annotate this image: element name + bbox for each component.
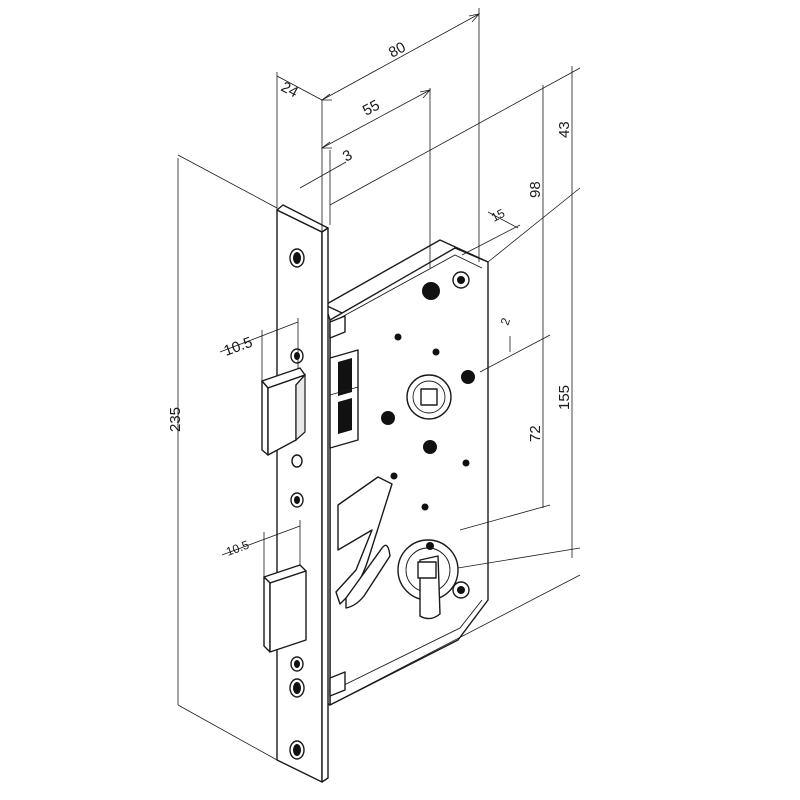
rivet-hole-top-left bbox=[422, 282, 440, 300]
label-height-235: 235 bbox=[167, 407, 184, 432]
label-center-72: 72 bbox=[527, 425, 544, 442]
case-rim-bottom bbox=[333, 599, 483, 691]
cylinder-cam-square bbox=[417, 561, 437, 579]
cylinder-cutout bbox=[397, 539, 459, 620]
faceplate-screw-mid-core bbox=[293, 682, 301, 694]
ext-lower bbox=[459, 504, 551, 531]
case-holes bbox=[339, 271, 475, 599]
dimension-lines bbox=[177, 8, 581, 761]
spindle-square bbox=[420, 388, 438, 406]
dim-55-arrow-r bbox=[419, 89, 432, 99]
latch-tail-slot-2 bbox=[338, 398, 352, 434]
rivet-hole-mid-right bbox=[461, 370, 475, 384]
rivet-core-bottom-right bbox=[457, 586, 465, 594]
small-rivet-5 bbox=[421, 503, 429, 511]
ext-bottom-reference bbox=[329, 574, 581, 706]
label-spindle-2: 2 bbox=[498, 316, 514, 327]
latch-bevel bbox=[295, 373, 306, 442]
faceplate-screw-top-core bbox=[293, 252, 301, 264]
follower-hub bbox=[406, 374, 452, 420]
dim-deadbolt-line bbox=[221, 525, 301, 556]
dim-15-line bbox=[487, 211, 519, 229]
case-tab-top bbox=[329, 315, 346, 339]
faceplate-hole-2 bbox=[291, 454, 303, 468]
small-rivet-3 bbox=[462, 459, 470, 467]
deadbolt-front-face bbox=[269, 570, 307, 653]
latch-left-face bbox=[261, 380, 269, 456]
rivet-hole-center bbox=[423, 440, 437, 454]
dim-3-line bbox=[299, 161, 347, 189]
small-rivet-2 bbox=[432, 348, 440, 356]
faceplate bbox=[276, 204, 329, 783]
follower-inner-ring bbox=[412, 380, 446, 414]
faceplate-hole-3-core bbox=[294, 496, 300, 504]
faceplate-hole-1-core bbox=[294, 352, 300, 360]
label-width-80: 80 bbox=[386, 39, 409, 62]
dim-24-line bbox=[276, 75, 323, 101]
ext-235-top bbox=[177, 154, 278, 209]
rivet-hole-mid-left bbox=[381, 411, 395, 425]
latch-lever bbox=[335, 476, 393, 609]
deadbolt-left-face bbox=[263, 576, 271, 653]
lock-case bbox=[321, 239, 489, 706]
label-backset-55: 55 bbox=[360, 97, 383, 120]
ext-235-bottom bbox=[177, 704, 278, 761]
dim-55-arrow-l bbox=[320, 141, 332, 149]
label-faceplate-24: 24 bbox=[278, 79, 301, 102]
dim-latch-line bbox=[219, 321, 299, 353]
label-offset-3: 3 bbox=[340, 147, 355, 166]
dim-55-line bbox=[321, 89, 431, 149]
label-bottom-155: 155 bbox=[556, 385, 573, 410]
label-deadbolt-10-5: 10.5 bbox=[224, 538, 251, 559]
latch-tail-slot-1 bbox=[338, 358, 352, 396]
ext-cylinder-center bbox=[457, 547, 581, 569]
faceplate-side-edge bbox=[321, 227, 329, 783]
small-rivet-4 bbox=[390, 472, 398, 480]
small-rivet-1 bbox=[394, 333, 402, 341]
latch-tail-divider bbox=[329, 386, 359, 396]
dim-80-line bbox=[321, 13, 480, 101]
lever-hook bbox=[345, 544, 391, 609]
rivet-core-top-right bbox=[457, 276, 465, 284]
dead-bolt bbox=[263, 564, 307, 653]
ext-case-top bbox=[487, 187, 581, 263]
faceplate-screw-bottom-core bbox=[293, 744, 301, 756]
ext-top-reference bbox=[329, 67, 581, 206]
label-height-98: 98 bbox=[527, 181, 544, 198]
latch-bolt bbox=[261, 367, 306, 456]
faceplate-hole-4-core bbox=[294, 660, 300, 668]
label-depth-15: 15 bbox=[489, 206, 508, 225]
label-latch-10-5: 10.5 bbox=[222, 334, 255, 360]
cylinder-pin-hole bbox=[426, 542, 434, 550]
dim-80-arrow-r bbox=[468, 13, 481, 23]
ext-spindle-center bbox=[479, 334, 551, 373]
case-tab-bottom bbox=[329, 671, 346, 697]
case-plate bbox=[329, 247, 489, 706]
case-rim bbox=[339, 254, 483, 319]
label-top-43: 43 bbox=[556, 121, 573, 138]
latch-tail bbox=[329, 349, 359, 449]
dim-80-arrow-l bbox=[320, 93, 332, 101]
ext-depth bbox=[461, 224, 521, 256]
